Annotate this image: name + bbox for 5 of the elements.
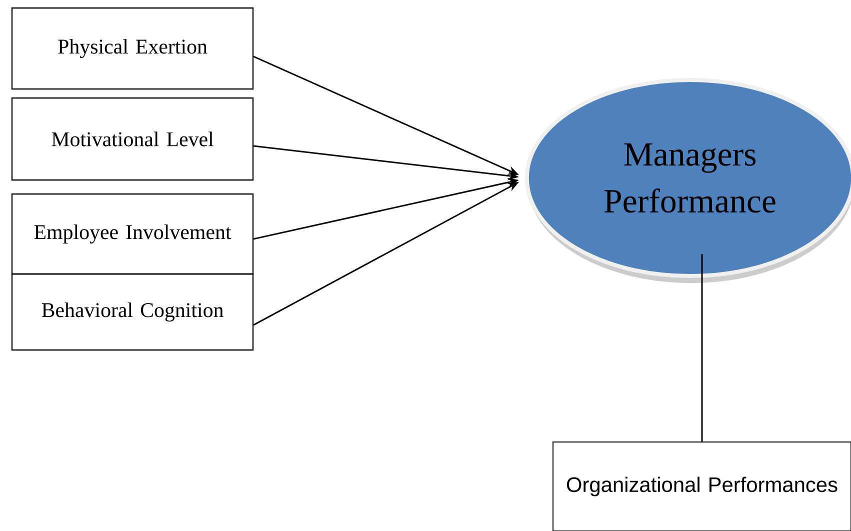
factor-box: Physical Exertion xyxy=(11,7,254,90)
factor-box: Motivational Level xyxy=(11,97,254,181)
factor-box: Employee Involvement xyxy=(11,193,254,275)
result-box: Organizational Performances xyxy=(552,441,851,531)
factor-box: Behavioral Cognition xyxy=(11,273,254,351)
